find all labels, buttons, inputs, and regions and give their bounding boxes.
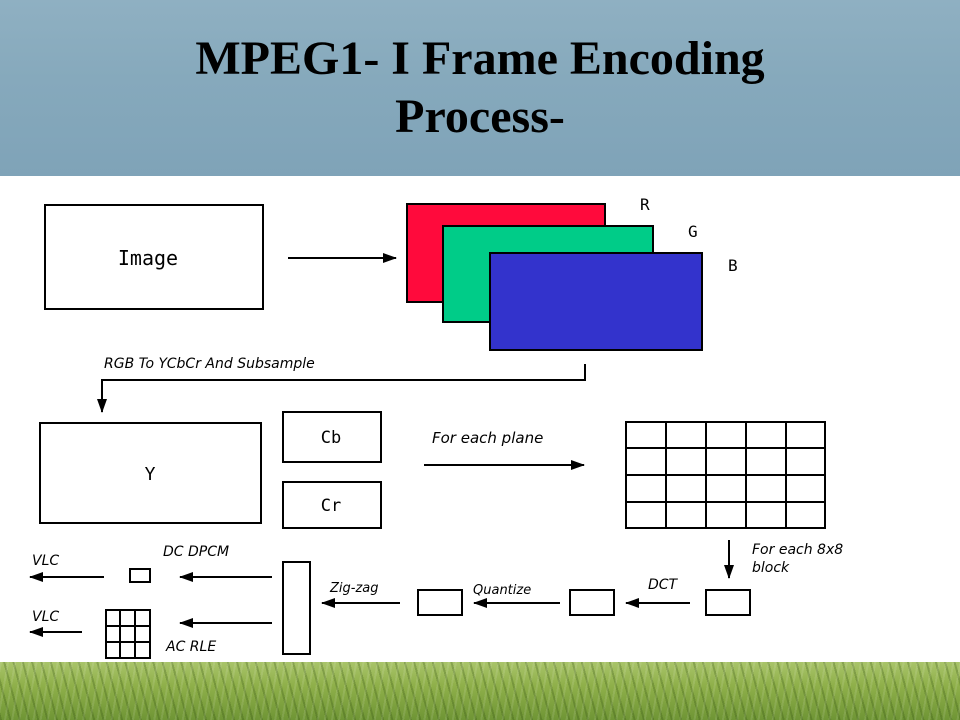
dc-dpcm-label: DC DPCM — [163, 544, 229, 560]
quantize-label: Quantize — [473, 583, 531, 598]
mpeg-i-frame-diagram: Image R G B RGB To YCbCr And Subsample Y… — [29, 195, 843, 659]
slide-title: MPEG1- I Frame Encoding Process- — [80, 30, 880, 146]
ac-grid — [105, 609, 151, 659]
arrow-rgb-to-ycbcr — [97, 364, 586, 413]
zigzag-label: Zig-zag — [329, 581, 379, 596]
cb-plane — [282, 411, 382, 463]
label-g: G — [688, 222, 698, 241]
per-plane-label: For each plane — [432, 429, 543, 447]
y-label: Y — [145, 464, 156, 485]
quant-block — [569, 589, 615, 616]
image-box — [44, 204, 264, 310]
vlc-top-label: VLC — [32, 553, 59, 569]
dct-block — [705, 589, 751, 616]
label-b: B — [728, 256, 738, 275]
convert-label: RGB To YCbCr And Subsample — [104, 356, 315, 372]
title-banner: MPEG1- I Frame Encoding Process- — [0, 0, 960, 176]
label-r: R — [640, 195, 650, 214]
zigzag-block — [417, 589, 463, 616]
image-label: Image — [118, 246, 178, 270]
cb-label: Cb — [321, 428, 341, 448]
grass-footer — [0, 662, 960, 720]
y-plane — [39, 422, 262, 524]
cr-plane — [282, 481, 382, 529]
cr-label: Cr — [321, 496, 341, 516]
per-block-label-2: block — [752, 560, 790, 576]
vlc-bottom-label: VLC — [32, 609, 59, 625]
ac-rle-label: AC RLE — [165, 639, 216, 655]
slide-title-line-1: MPEG1- I Frame Encoding — [195, 32, 765, 85]
blue-plane — [489, 252, 703, 351]
block-grid — [625, 421, 826, 529]
dc-block — [129, 568, 151, 583]
per-block-label-1: For each 8x8 — [752, 542, 843, 558]
coefficient-vector — [282, 561, 311, 655]
dct-label: DCT — [648, 577, 679, 593]
slide-title-line-2: Process- — [395, 90, 565, 143]
